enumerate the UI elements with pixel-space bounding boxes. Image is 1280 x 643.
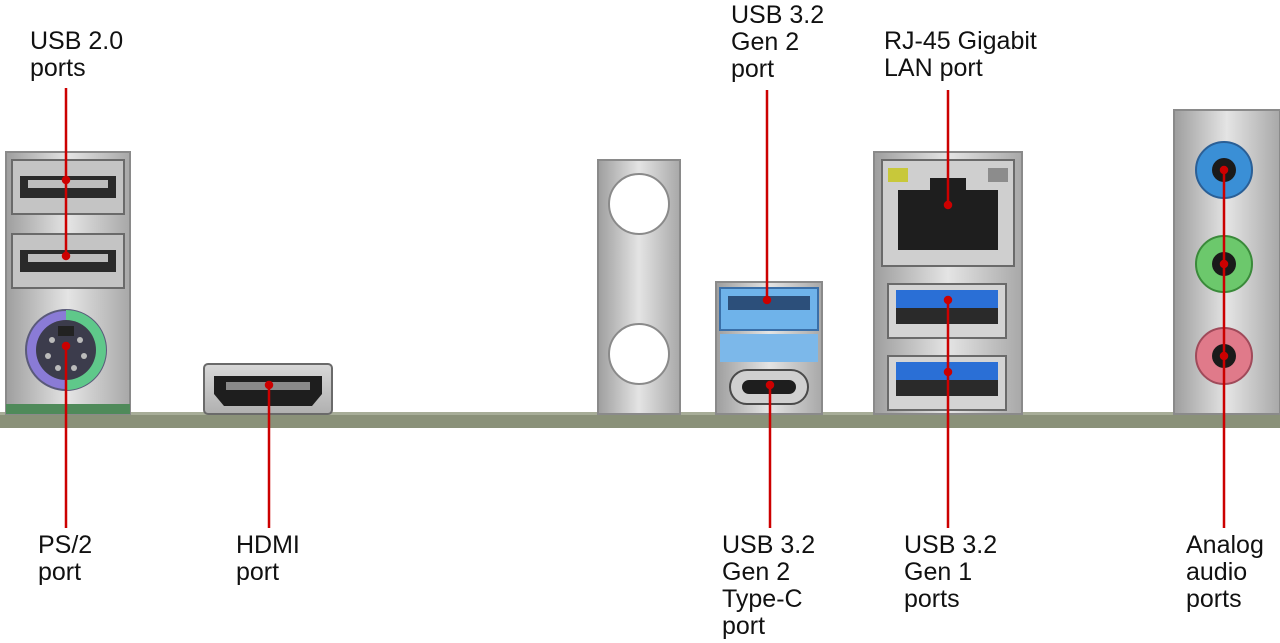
label-line: LAN port [884, 54, 983, 82]
board-edge [0, 412, 1280, 428]
label-line: Gen 2 [731, 28, 800, 56]
label-line: Analog [1186, 531, 1264, 559]
label-line: audio [1186, 558, 1248, 586]
leader-lines [61, 88, 1229, 528]
label-line: RJ-45 Gigabit [884, 27, 1037, 55]
label-line: ports [30, 54, 86, 82]
label-line: ports [1186, 585, 1242, 613]
label-line: PS/2 [38, 531, 93, 559]
label-usb32-gen2-port: USB 3.2 Gen 2 port [731, 2, 824, 83]
label-line: Type-C [722, 585, 803, 613]
label-line: Gen 1 [904, 558, 973, 586]
label-usb32-gen2-typec-port: USB 3.2 Gen 2 Type-C port [722, 532, 815, 640]
label-line: ports [904, 585, 960, 613]
label-hdmi-port: HDMI port [236, 532, 300, 586]
bracket [597, 159, 681, 415]
label-usb20-ports: USB 2.0 ports [30, 28, 123, 82]
label-line: port [731, 55, 775, 83]
label-analog-audio-ports: Analog audio ports [1186, 532, 1264, 613]
label-line: USB 3.2 [904, 531, 998, 559]
label-usb32-gen1-ports: USB 3.2 Gen 1 ports [904, 532, 997, 613]
label-line: USB 3.2 [722, 531, 816, 559]
label-line: port [236, 558, 280, 586]
usb20-ps2-stack [5, 151, 131, 415]
label-line: USB 3.2 [731, 1, 825, 29]
label-line: HDMI [236, 531, 300, 559]
label-line: port [722, 612, 766, 640]
label-ps2-port: PS/2 port [38, 532, 92, 586]
label-rj45-lan-port: RJ-45 Gigabit LAN port [884, 28, 1037, 82]
label-line: Gen 2 [722, 558, 791, 586]
label-line: USB 2.0 [30, 27, 124, 55]
label-line: port [38, 558, 82, 586]
